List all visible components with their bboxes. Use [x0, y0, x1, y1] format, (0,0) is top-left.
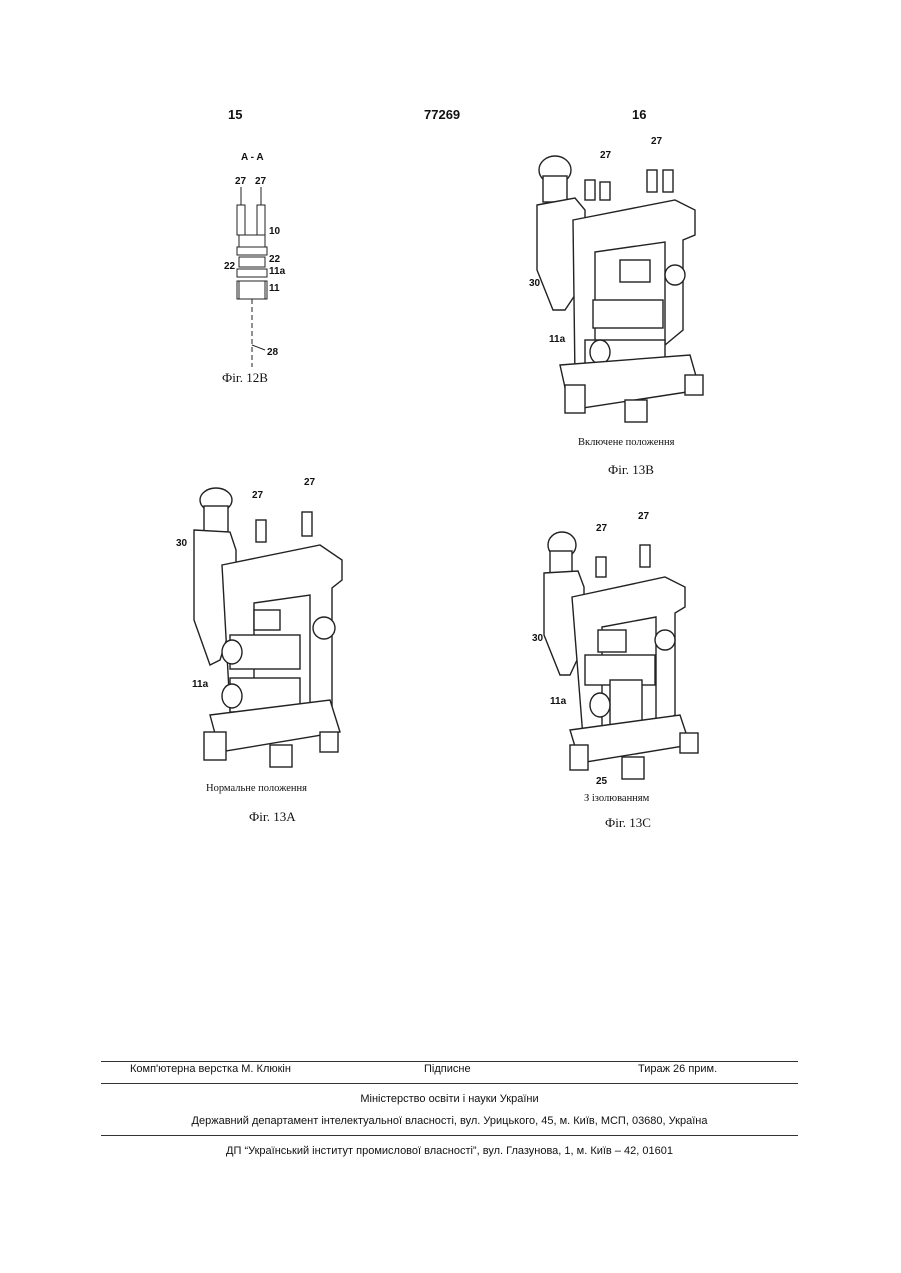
- ref-11a: 11a: [549, 334, 566, 345]
- ref-30: 30: [532, 633, 544, 644]
- page-number-left: 15: [228, 107, 242, 122]
- figure-13c-caption: Фіг. 13С: [605, 815, 651, 831]
- ref-28: 28: [267, 347, 279, 358]
- ref-27: 27: [252, 490, 264, 501]
- ref-11a: 11a: [550, 696, 567, 707]
- figure-13a-drawing: 27 27 30 11a: [170, 470, 360, 780]
- circulation-note: Тираж 26 прим.: [638, 1063, 717, 1075]
- ref-27: 27: [638, 511, 650, 522]
- ref-11a: 11a: [269, 266, 286, 277]
- page-number-right: 16: [632, 107, 646, 122]
- figure-12b-drawing: A - A 27 27 10 22 22 11a 11 28: [215, 145, 305, 375]
- ref-30: 30: [529, 278, 541, 289]
- patent-number: 77269: [424, 107, 460, 122]
- ref-27: 27: [235, 176, 247, 187]
- ref-27: 27: [255, 176, 267, 187]
- figure-13b-subcaption: Включене положення: [578, 437, 674, 448]
- ref-30: 30: [176, 538, 188, 549]
- figure-12b: A - A 27 27 10 22 22 11a 11 28: [215, 145, 305, 375]
- figure-13a-subcaption: Нормальне положення: [206, 783, 307, 794]
- footer-rule-middle: [101, 1083, 798, 1084]
- ref-25: 25: [596, 776, 608, 787]
- figure-13a: 27 27 30 11a: [170, 470, 360, 780]
- figure-13c-drawing: 27 27 30 11a 25: [530, 505, 710, 790]
- ref-11: 11: [269, 283, 280, 294]
- ref-27: 27: [304, 477, 316, 488]
- ref-22: 22: [269, 254, 281, 265]
- figure-12b-caption: Фіг. 12В: [222, 370, 268, 386]
- ministry-line: Міністерство освіти і науки України: [101, 1093, 798, 1105]
- ref-27: 27: [600, 150, 612, 161]
- footer-rule-top: [101, 1061, 798, 1062]
- ref-27: 27: [596, 523, 608, 534]
- department-line: Державний департамент інтелектуальної вл…: [101, 1115, 798, 1127]
- figure-13b-drawing: 27 27 30 11a: [525, 130, 720, 430]
- figure-13c-subcaption: З ізолюванням: [584, 793, 649, 804]
- figure-13b-caption: Фіг. 13В: [608, 462, 654, 478]
- ref-11a: 11a: [192, 679, 209, 690]
- figure-13c: 27 27 30 11a 25: [530, 505, 710, 790]
- ref-27: 27: [651, 136, 663, 147]
- ref-22: 22: [224, 261, 236, 272]
- ref-10: 10: [269, 226, 281, 237]
- figure-13a-caption: Фіг. 13А: [249, 809, 296, 825]
- figure-13b: 27 27 30 11a: [525, 130, 720, 430]
- section-label: A - A: [241, 152, 264, 163]
- institute-line: ДП “Український інститут промислової вла…: [101, 1145, 798, 1157]
- typesetter-credit: Комп'ютерна верстка М. Клюкін: [130, 1063, 291, 1075]
- footer-rule-bottom: [101, 1135, 798, 1136]
- signed-note: Підписне: [424, 1063, 471, 1075]
